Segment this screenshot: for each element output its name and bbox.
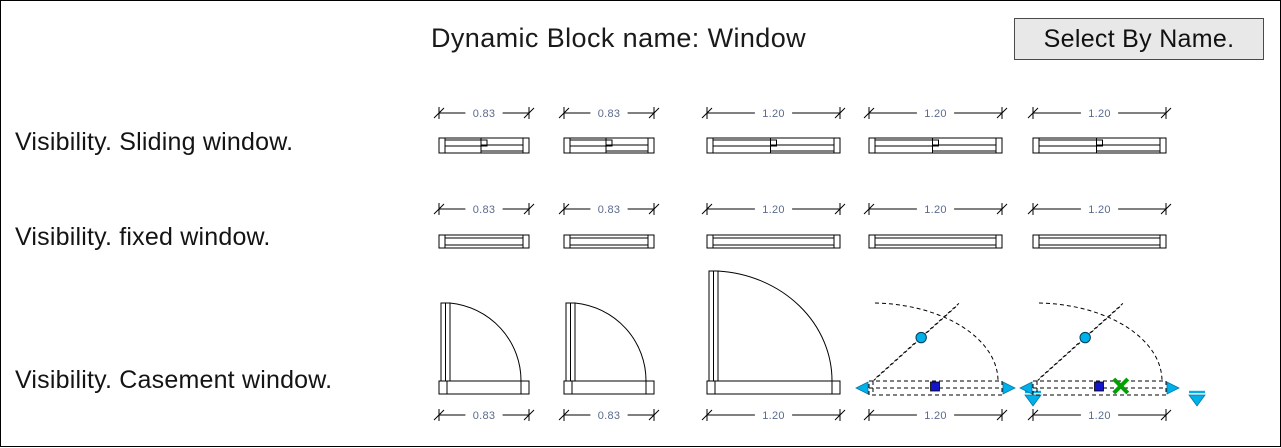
sliding-window-symbol bbox=[564, 138, 654, 153]
dimension-value: 1.20 bbox=[762, 108, 785, 120]
swing-arc bbox=[718, 271, 832, 381]
dimension: 1.20 bbox=[864, 107, 1007, 120]
casement-window-symbol bbox=[439, 303, 529, 394]
window-cell-casement-5[interactable]: 1.20 bbox=[1027, 263, 1257, 448]
window-cell-sliding-5[interactable]: 1.20 bbox=[1027, 101, 1257, 171]
dimension: 0.83 bbox=[559, 203, 659, 216]
arrow-grip-right[interactable] bbox=[1003, 382, 1015, 394]
dimension-value: 1.20 bbox=[1088, 410, 1111, 422]
fixed-window-symbol bbox=[869, 235, 1002, 248]
fixed-window-symbol bbox=[707, 235, 840, 248]
sliding-window-symbol bbox=[1033, 138, 1166, 153]
row-label-casement: Visibility. Casement window. bbox=[15, 366, 332, 395]
arrow-grip-right[interactable] bbox=[1167, 382, 1179, 394]
dimension: 1.20 bbox=[1028, 203, 1171, 216]
swing-arc bbox=[1039, 303, 1162, 381]
page-title: Dynamic Block name: Window bbox=[431, 23, 806, 54]
row-label-fixed: Visibility. fixed window. bbox=[15, 223, 271, 252]
sliding-window-symbol bbox=[869, 138, 1002, 153]
dimension: 0.83 bbox=[434, 409, 534, 422]
sliding-window-symbol bbox=[707, 138, 840, 153]
dimension: 0.83 bbox=[559, 409, 659, 422]
square-grip[interactable] bbox=[931, 382, 940, 391]
dimension: 1.20 bbox=[702, 409, 845, 422]
swing-arc bbox=[875, 303, 998, 381]
dimension-value: 1.20 bbox=[924, 108, 947, 120]
dimension-value: 1.20 bbox=[762, 204, 785, 216]
sliding-window-symbol bbox=[439, 138, 529, 153]
swing-arc bbox=[450, 303, 521, 381]
select-by-name-button[interactable]: Select By Name. bbox=[1014, 18, 1264, 60]
dimension: 0.83 bbox=[559, 107, 659, 120]
dimension-value: 0.83 bbox=[473, 108, 496, 120]
dimension-value: 0.83 bbox=[598, 410, 621, 422]
dimension-value: 1.20 bbox=[924, 204, 947, 216]
dimension: 0.83 bbox=[434, 107, 534, 120]
row-label-sliding: Visibility. Sliding window. bbox=[15, 128, 293, 157]
dimension-value: 1.20 bbox=[1088, 204, 1111, 216]
triangle-lookup-grip[interactable] bbox=[1189, 395, 1205, 406]
circle-grip[interactable] bbox=[916, 332, 926, 342]
dimension-value: 1.20 bbox=[762, 410, 785, 422]
dimension: 1.20 bbox=[702, 203, 845, 216]
dimension: 1.20 bbox=[864, 409, 1007, 422]
fixed-window-symbol bbox=[439, 235, 529, 248]
dimension: 1.20 bbox=[864, 203, 1007, 216]
casement-window-symbol bbox=[707, 271, 840, 394]
dimension-value: 1.20 bbox=[924, 410, 947, 422]
dimension-value: 0.83 bbox=[598, 204, 621, 216]
circle-grip[interactable] bbox=[1080, 332, 1090, 342]
square-grip[interactable] bbox=[1095, 382, 1104, 391]
fixed-window-symbol bbox=[1033, 235, 1166, 248]
dimension-value: 0.83 bbox=[473, 204, 496, 216]
casement-window-symbol bbox=[564, 303, 654, 394]
fixed-window-symbol bbox=[564, 235, 654, 248]
window-cell-fixed-5[interactable]: 1.20 bbox=[1027, 197, 1257, 267]
dimension: 1.20 bbox=[702, 107, 845, 120]
casement-window-selected bbox=[856, 303, 1041, 406]
dimension: 1.20 bbox=[1028, 409, 1171, 422]
dimension-value: 1.20 bbox=[1088, 108, 1111, 120]
swing-arc bbox=[575, 303, 646, 381]
dimension-value: 0.83 bbox=[598, 108, 621, 120]
casement-window-selected bbox=[1020, 303, 1205, 406]
dimension-value: 0.83 bbox=[473, 410, 496, 422]
dimension: 0.83 bbox=[434, 203, 534, 216]
dimension: 1.20 bbox=[1028, 107, 1171, 120]
